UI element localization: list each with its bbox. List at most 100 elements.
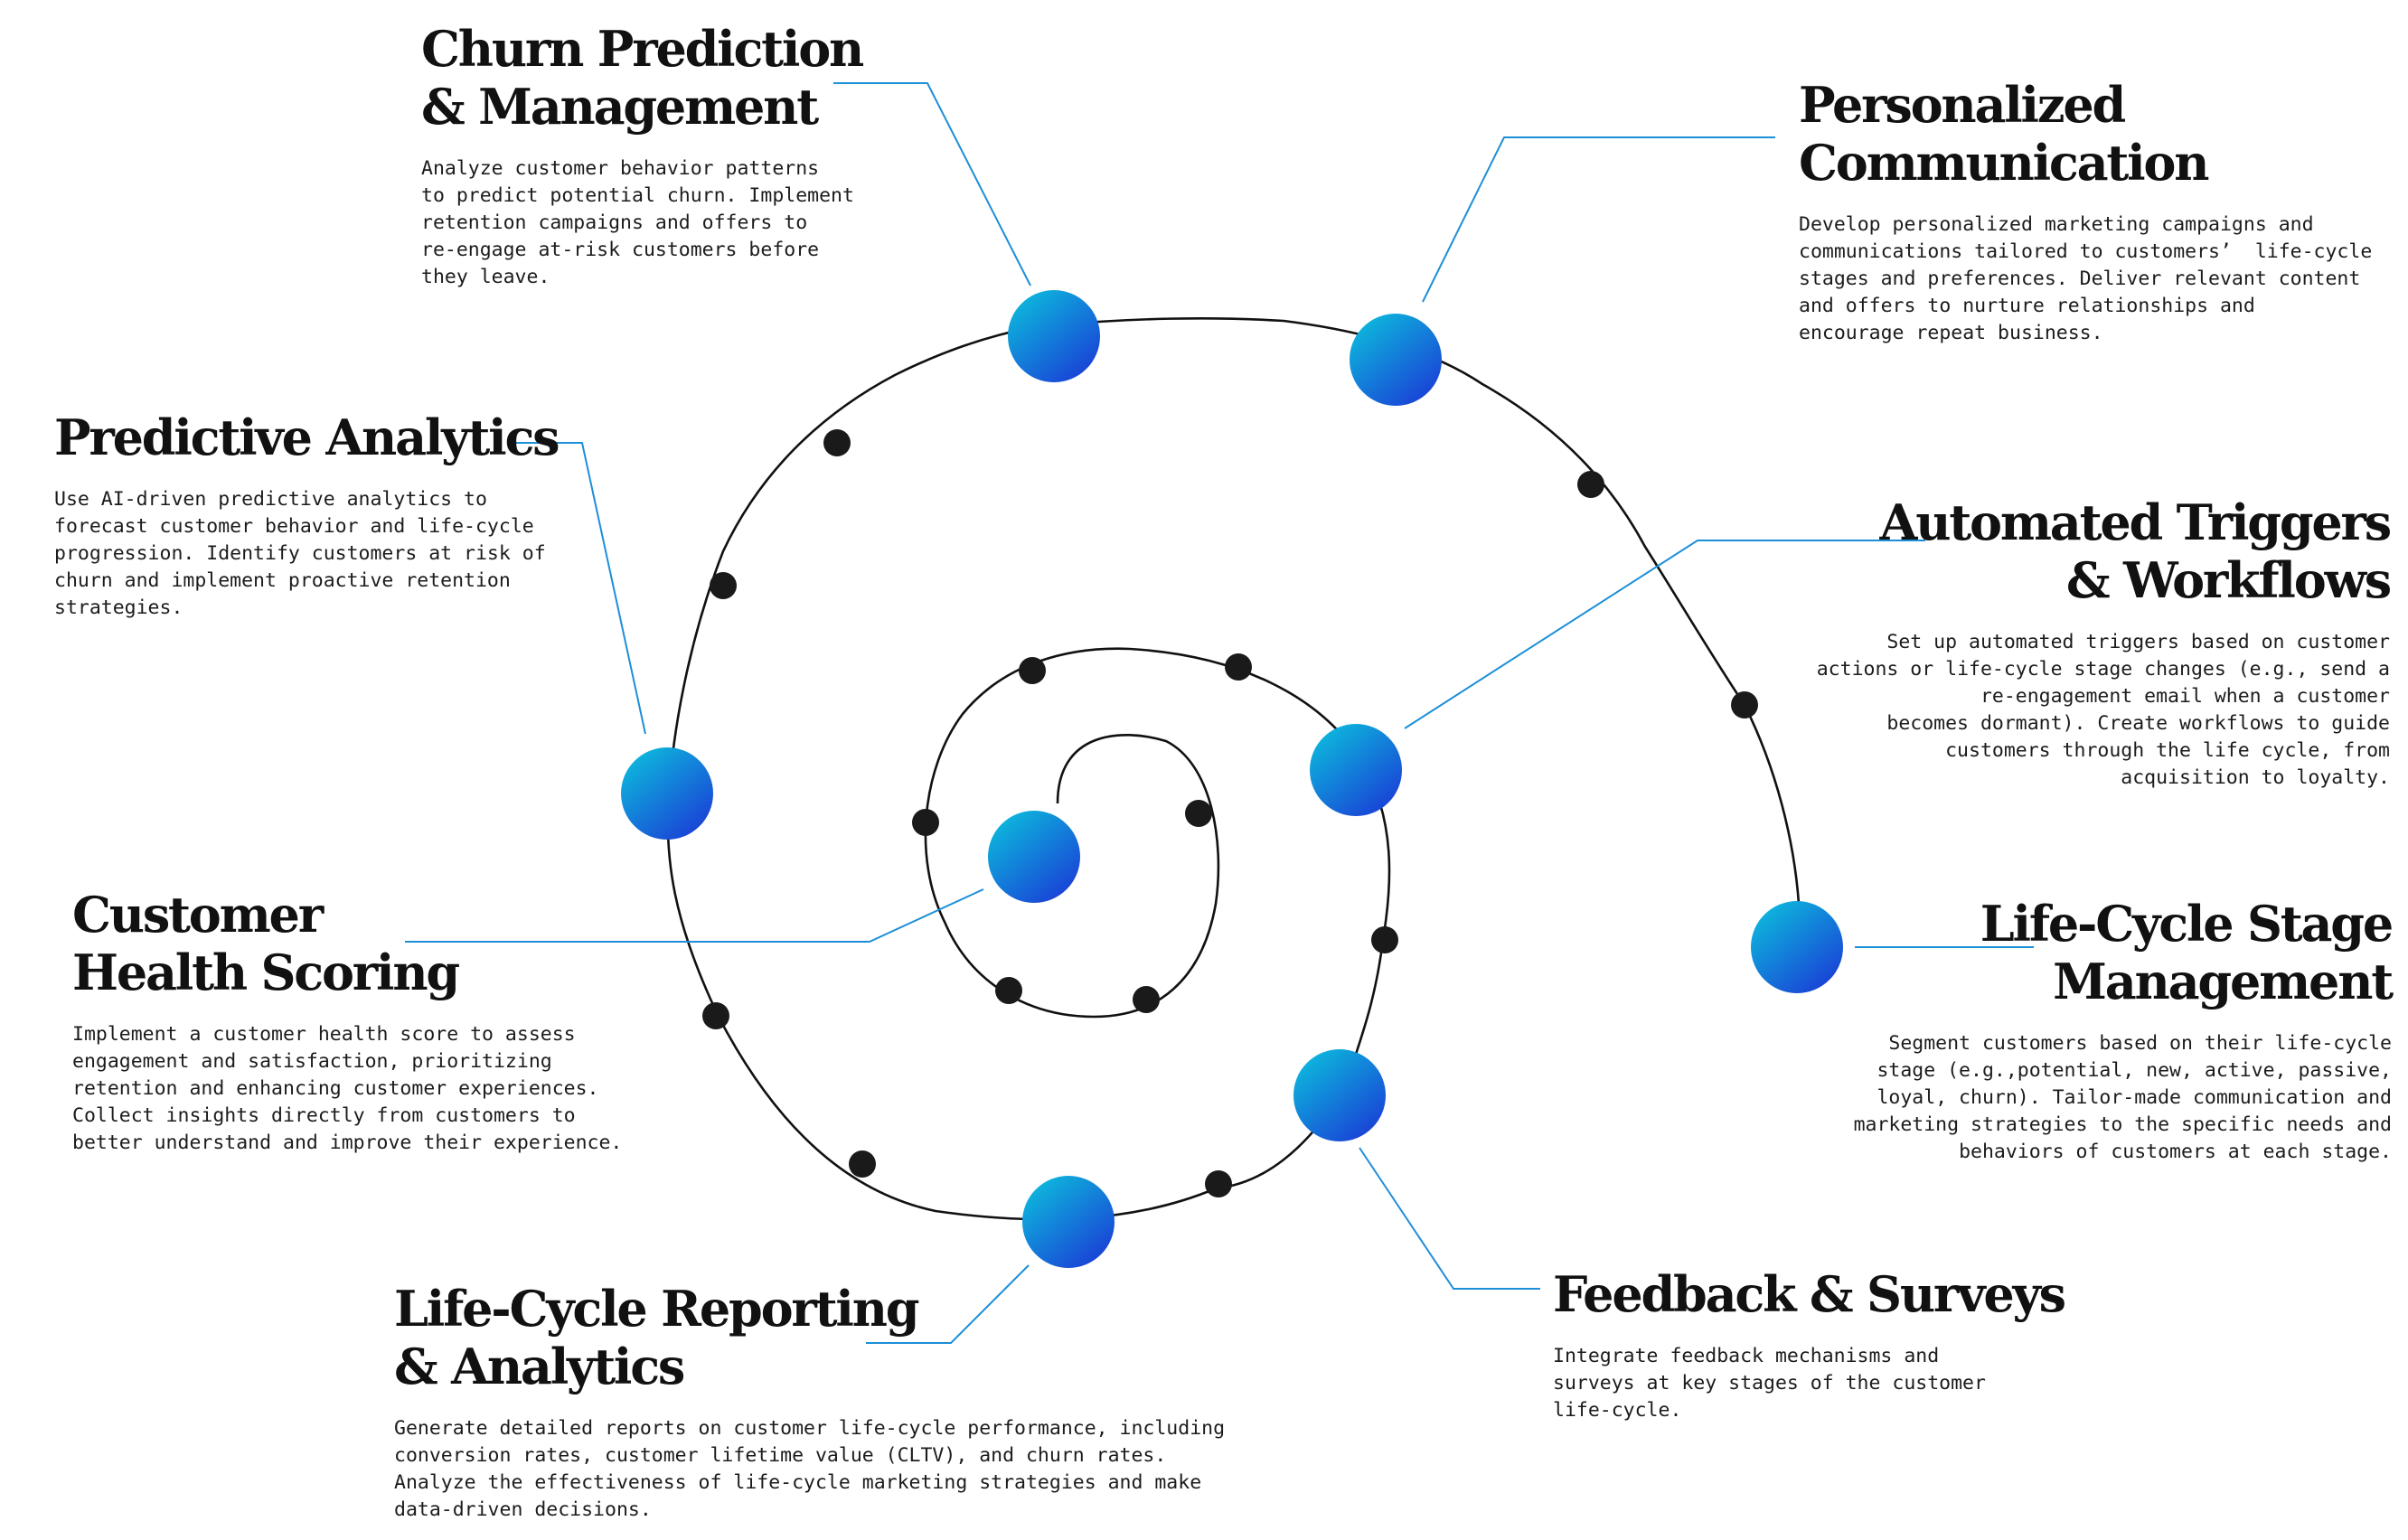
spiral-dot (1225, 653, 1252, 681)
spiral-dot (1019, 657, 1046, 684)
title-line: Churn Prediction (421, 20, 864, 78)
desc-line: behaviors of customers at each stage. (1959, 1141, 2392, 1163)
title-line: Automated Triggers (1879, 493, 2393, 551)
personalized-communication-title: Personalized Communication (1799, 76, 2372, 192)
desc-line: Develop personalized marketing campaigns… (1799, 213, 2314, 236)
churn-prediction-description: Analyze customer behavior patterns to pr… (421, 155, 862, 291)
desc-line: retention and enhancing customer experie… (72, 1077, 599, 1100)
desc-line: churn and implement proactive retention (54, 569, 511, 592)
node-life-cycle-stage (1751, 901, 1843, 993)
connector-predictive (512, 442, 646, 735)
desc-line: Integrate feedback mechanisms and (1553, 1345, 1940, 1367)
desc-line: encourage repeat business. (1799, 322, 2103, 344)
connector-automated (1404, 540, 1925, 729)
desc-line: data-driven decisions. (394, 1498, 652, 1521)
node-personalized-communication (1350, 314, 1442, 406)
spiral-dot (1371, 926, 1398, 953)
desc-line: Use AI-driven predictive analytics to (54, 488, 487, 511)
node-feedback-surveys (1293, 1049, 1386, 1141)
desc-line: customers through the life cycle, from (1945, 739, 2390, 762)
node-life-cycle-reporting (1022, 1176, 1115, 1268)
desc-line: re-engagement email when a customer (1980, 685, 2390, 708)
customer-health-scoring-block: Customer Health Scoring Implement a cust… (72, 886, 622, 1157)
feedback-surveys-block: Feedback & Surveys Integrate feedback me… (1553, 1265, 2066, 1424)
spiral-dot (1577, 471, 1604, 498)
predictive-analytics-block: Predictive Analytics Use AI-driven predi… (54, 408, 560, 622)
spiral-dot (1205, 1170, 1232, 1197)
personalized-communication-block: Personalized Communication Develop perso… (1799, 76, 2372, 347)
desc-line: life-cycle. (1553, 1399, 1682, 1422)
node-customer-health (988, 811, 1080, 903)
spiral-dot (1731, 691, 1758, 718)
churn-prediction-title: Churn Prediction & Management (421, 20, 864, 136)
connector-health (405, 888, 984, 943)
feedback-surveys-title: Feedback & Surveys (1553, 1265, 2066, 1323)
node-automated-triggers (1310, 724, 1402, 816)
title-line: Life-Cycle Stage (1980, 895, 2394, 953)
node-predictive-analytics (621, 747, 713, 840)
connector-personalized (1422, 136, 1775, 303)
desc-line: actions or life-cycle stage changes (e.g… (1816, 658, 2390, 681)
life-cycle-reporting-title: Life-Cycle Reporting & Analytics (394, 1280, 1225, 1395)
desc-line: to predict potential churn. Implement (421, 184, 854, 207)
desc-line: Set up automated triggers based on custo… (1886, 631, 2390, 653)
node-churn-prediction (1008, 290, 1100, 382)
customer-health-scoring-title: Customer Health Scoring (72, 886, 622, 1001)
desc-line: strategies. (54, 596, 183, 619)
desc-line: Segment customers based on their life-cy… (1888, 1032, 2392, 1055)
title-line: & Analytics (394, 1338, 685, 1395)
desc-line: Collect insights directly from customers… (72, 1104, 576, 1127)
desc-line: surveys at key stages of the customer (1553, 1372, 1986, 1394)
desc-line: they leave. (421, 266, 550, 288)
desc-line: better understand and improve their expe… (72, 1132, 623, 1154)
automated-triggers-description: Set up automated triggers based on custo… (1817, 629, 2390, 792)
title-line: Management (2053, 953, 2394, 1010)
automated-triggers-title: Automated Triggers & Workflows (1817, 493, 2393, 609)
desc-line: becomes dormant). Create workflows to gu… (1886, 712, 2390, 735)
desc-line: engagement and satisfaction, prioritizin… (72, 1050, 552, 1073)
spiral-dot (702, 1002, 729, 1029)
spiral-dot (710, 572, 737, 599)
desc-line: Analyze the effectiveness of life-cycle … (394, 1471, 1202, 1494)
title-line: Life-Cycle Reporting (394, 1280, 920, 1338)
customer-health-scoring-description: Implement a customer health score to ass… (72, 1021, 622, 1157)
connector-feedback (1359, 1147, 1540, 1290)
personalized-communication-description: Develop personalized marketing campaigns… (1799, 211, 2372, 347)
desc-line: forecast customer behavior and life-cycl… (54, 515, 534, 538)
life-cycle-stage-block: Life-Cycle Stage Management Segment cust… (1854, 895, 2394, 1166)
connector-reporting (866, 1264, 1030, 1344)
feedback-surveys-description: Integrate feedback mechanisms and survey… (1553, 1343, 2065, 1424)
spiral-dot (849, 1150, 876, 1178)
connector-churn (833, 82, 1031, 286)
spiral-dot (1185, 800, 1212, 827)
desc-line: conversion rates, customer lifetime valu… (394, 1444, 1167, 1467)
title-line: & Workflows (2065, 551, 2392, 609)
desc-line: and offers to nurture relationships and (1799, 295, 2255, 317)
churn-prediction-block: Churn Prediction & Management Analyze cu… (421, 20, 864, 291)
title-line: Predictive Analytics (54, 408, 560, 466)
desc-line: progression. Identify customers at risk … (54, 542, 546, 565)
life-cycle-stage-description: Segment customers based on their life-cy… (1854, 1030, 2392, 1166)
life-cycle-stage-title: Life-Cycle Stage Management (1854, 895, 2394, 1010)
desc-line: acquisition to loyalty. (2121, 766, 2390, 789)
title-line: Communication (1799, 134, 2210, 192)
spiral-dot (823, 429, 851, 456)
life-cycle-reporting-block: Life-Cycle Reporting & Analytics Generat… (394, 1280, 1225, 1524)
title-line: Personalized (1799, 76, 2126, 134)
desc-line: retention campaigns and offers to (421, 211, 808, 234)
title-line: Feedback & Surveys (1553, 1265, 2066, 1323)
title-line: Health Scoring (72, 944, 460, 1001)
title-line: & Management (421, 78, 819, 136)
desc-line: stage (e.g.,potential, new, active, pass… (1877, 1059, 2392, 1082)
desc-line: re-engage at-risk customers before (421, 239, 820, 261)
predictive-analytics-title: Predictive Analytics (54, 408, 560, 466)
desc-line: marketing strategies to the specific nee… (1853, 1113, 2392, 1136)
spiral-dot (912, 809, 939, 836)
desc-line: communications tailored to customers’ li… (1799, 240, 2373, 263)
spiral-dot (1133, 986, 1160, 1013)
life-cycle-reporting-description: Generate detailed reports on customer li… (394, 1415, 1225, 1524)
desc-line: Implement a customer health score to ass… (72, 1023, 576, 1046)
automated-triggers-block: Automated Triggers & Workflows Set up au… (1817, 493, 2393, 792)
desc-line: loyal, churn). Tailor-made communication… (1877, 1086, 2392, 1109)
